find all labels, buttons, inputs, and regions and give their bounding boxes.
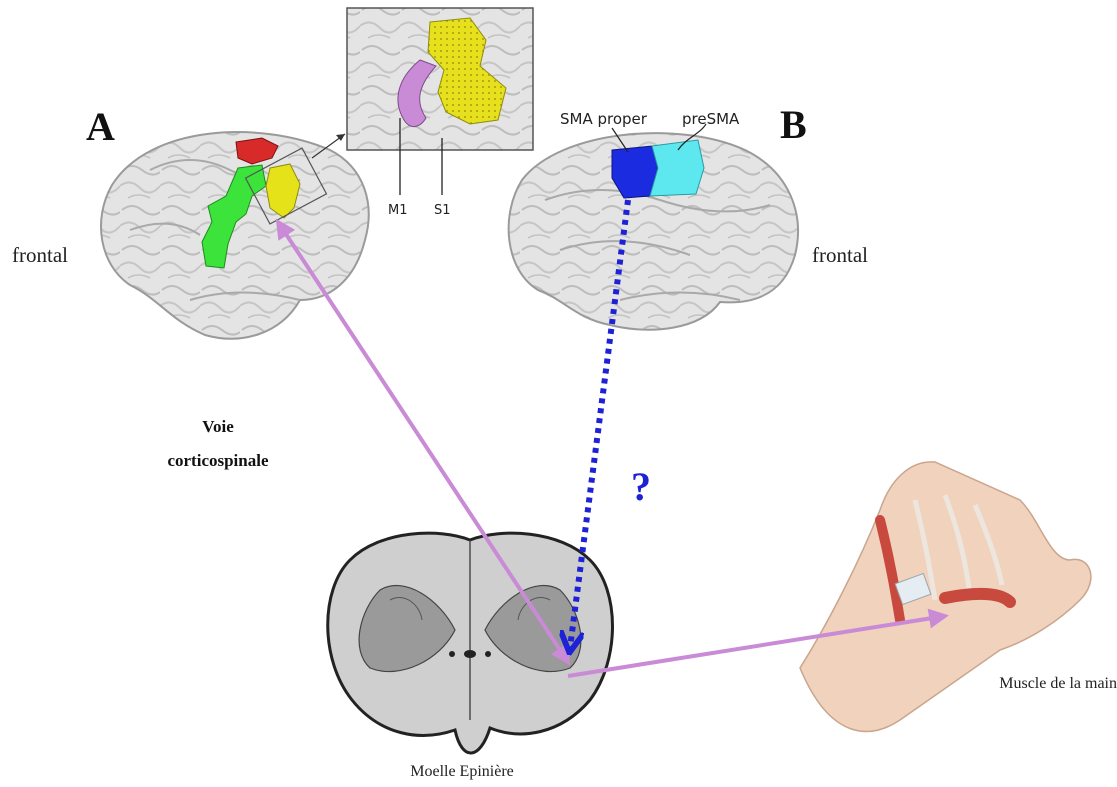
panel-a-letter: A (86, 104, 115, 149)
pathway-label-line1: Voie (202, 417, 234, 436)
muscle-label: Muscle de la main (999, 675, 1117, 692)
m1-label: M1 (388, 203, 408, 218)
pre-sma-area (650, 140, 704, 196)
m1-s1-inset (347, 8, 533, 150)
sma-proper-label: SMA proper (560, 110, 648, 128)
frontal-label-b: frontal (812, 243, 868, 267)
panel-b-letter: B (780, 102, 807, 147)
spinal-cord-label: Moelle Epinière (410, 763, 514, 780)
presma-label: preSMA (682, 110, 740, 128)
s1-label: S1 (434, 203, 451, 218)
unknown-pathway-marker: ? (631, 464, 651, 509)
sma-proper-area (612, 146, 658, 198)
spinal-cord-section (328, 533, 613, 753)
pathway-label-line2: corticospinale (167, 451, 268, 470)
frontal-label-a: frontal (12, 243, 68, 267)
brain-a (101, 132, 369, 339)
